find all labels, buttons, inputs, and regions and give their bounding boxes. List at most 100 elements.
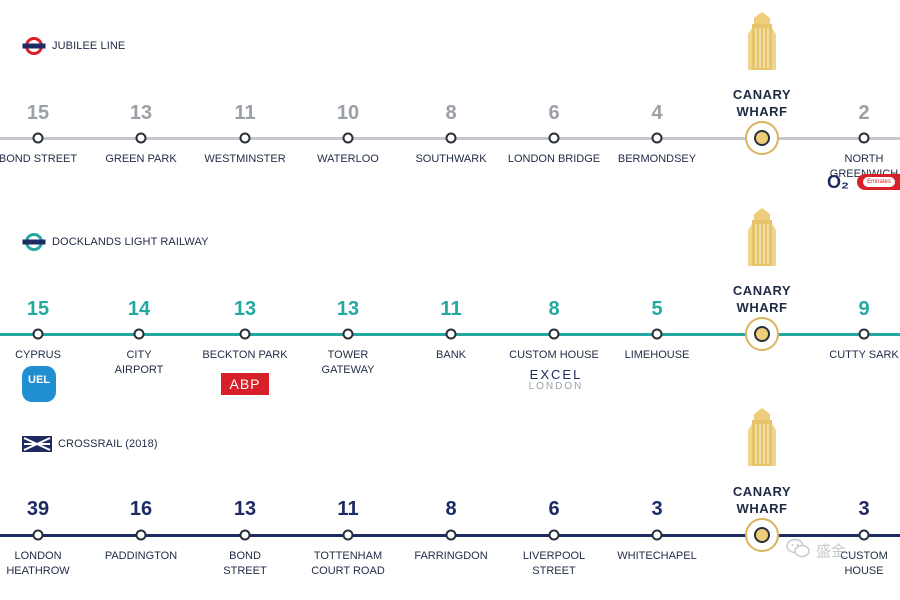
- watermark-text: 盛金·: [816, 543, 851, 560]
- hub-label-line2: WHARF: [736, 300, 788, 315]
- station-dot: [651, 328, 663, 340]
- canary-wharf-hub: [745, 518, 779, 552]
- station-name: WATERLOO: [317, 153, 379, 165]
- station-dot: [445, 132, 457, 144]
- station-name: WESTMINSTER: [204, 153, 286, 165]
- station-dot: [548, 529, 560, 541]
- hub-label-line1: CANARY: [732, 283, 792, 298]
- station-name-line2: COURT ROAD: [311, 565, 385, 577]
- station-dot: [239, 132, 251, 144]
- station-name-line2: STREET: [532, 565, 576, 577]
- station-name: PADDINGTON: [104, 550, 178, 562]
- dlr-header: DOCKLANDS LIGHT RAILWAY: [22, 232, 209, 252]
- station-number: 13: [336, 298, 360, 320]
- station-name: CUSTOM HOUSE: [509, 349, 599, 361]
- station-name-line2: HEATHROW: [6, 565, 70, 577]
- station-dot: [548, 328, 560, 340]
- station-number: 8: [445, 102, 457, 124]
- station-dot: [342, 132, 354, 144]
- uel-logo-text: UEL: [28, 374, 50, 386]
- station-name-line2: STREET: [223, 565, 267, 577]
- canary-wharf-tower-icon: [742, 406, 782, 475]
- station-name: TOWER GATEWAY: [288, 348, 408, 378]
- station-name: TOTTENHAM COURT ROAD: [288, 549, 408, 579]
- station-dot: [445, 328, 457, 340]
- station-dot: [548, 132, 560, 144]
- station-number: 6: [548, 102, 560, 124]
- canary-wharf-label: CANARY WHARF: [717, 86, 807, 120]
- station-name-line2: GATEWAY: [321, 364, 375, 376]
- station-dot: [32, 529, 44, 541]
- station-number: 11: [440, 298, 462, 320]
- crossrail-logo-icon: [22, 434, 52, 454]
- station-dot: [135, 132, 147, 144]
- station-name: BERMONDSEY: [617, 153, 697, 165]
- station-name-line1: CITY: [126, 349, 152, 361]
- jubilee-header: JUBILEE LINE: [22, 36, 125, 56]
- station-name: WHITECHAPEL: [617, 550, 697, 562]
- station-dot: [858, 328, 870, 340]
- canary-wharf-tower-icon: [742, 10, 782, 79]
- station-dot: [133, 328, 145, 340]
- dlr-title: DOCKLANDS LIGHT RAILWAY: [52, 236, 209, 248]
- crossrail-title: CROSSRAIL (2018): [58, 438, 158, 450]
- station-name: LIMEHOUSE: [624, 349, 690, 361]
- station-name: BANK: [436, 349, 466, 361]
- station-dot: [32, 132, 44, 144]
- o2-logo: O₂: [827, 172, 849, 192]
- station-name: LONDON BRIDGE: [507, 153, 601, 165]
- station-number: 14: [127, 298, 151, 320]
- station-name: CUTTY SARK: [829, 349, 899, 361]
- station-name: BECKTON PARK: [202, 349, 288, 361]
- station-name: LIVERPOOL STREET: [494, 549, 614, 579]
- station-number: 13: [233, 498, 257, 520]
- station-number: 15: [26, 102, 50, 124]
- canary-wharf-tower-icon: [742, 206, 782, 275]
- canary-wharf-label: CANARY WHARF: [717, 282, 807, 316]
- station-name: BOND STREET: [0, 153, 78, 165]
- station-dot: [239, 529, 251, 541]
- station-name-line2: AIRPORT: [114, 364, 164, 376]
- station-number: 2: [858, 102, 870, 124]
- emirates-air-line-text: Emirates: [863, 177, 895, 187]
- station-name-line1: BOND: [229, 550, 261, 562]
- station-dot: [858, 132, 870, 144]
- station-name-line1: TOTTENHAM: [313, 550, 383, 562]
- abp-logo-text: ABP: [229, 376, 261, 392]
- station-number: 8: [548, 298, 560, 320]
- station-name: GREEN PARK: [105, 153, 177, 165]
- station-dot: [32, 328, 44, 340]
- hub-label-line1: CANARY: [732, 87, 792, 102]
- station-number: 39: [26, 498, 50, 520]
- excel-logo-text: EXCEL: [529, 367, 583, 382]
- station-name: BOND STREET: [185, 549, 305, 579]
- station-name: CYPRUS: [15, 349, 61, 361]
- station-number: 13: [233, 298, 257, 320]
- hub-label-line2: WHARF: [736, 104, 788, 119]
- station-name: LONDON HEATHROW: [0, 549, 98, 579]
- station-name: SOUTHWARK: [415, 153, 487, 165]
- station-number: 13: [129, 102, 153, 124]
- station-dot: [651, 529, 663, 541]
- station-dot: [342, 529, 354, 541]
- tfl-roundel-red-icon: [22, 36, 46, 56]
- station-number: 11: [234, 102, 256, 124]
- excel-london-logo: EXCEL LONDON: [516, 368, 596, 393]
- hub-label-line2: WHARF: [736, 501, 788, 516]
- station-name: CITY AIRPORT: [79, 348, 199, 378]
- station-number: 15: [26, 298, 50, 320]
- station-number: 8: [445, 498, 457, 520]
- dlr-roundel-teal-icon: [22, 232, 46, 252]
- jubilee-title: JUBILEE LINE: [52, 40, 126, 52]
- station-dot: [651, 132, 663, 144]
- uel-logo: UEL: [22, 366, 56, 402]
- canary-wharf-label: CANARY WHARF: [717, 483, 807, 517]
- station-name-line1: LONDON: [14, 550, 62, 562]
- station-name-line1: LIVERPOOL: [522, 550, 586, 562]
- station-number: 11: [337, 498, 359, 520]
- station-dot: [445, 529, 457, 541]
- hub-label-line1: CANARY: [732, 484, 792, 499]
- station-dot: [239, 328, 251, 340]
- station-name: FARRINGDON: [414, 550, 488, 562]
